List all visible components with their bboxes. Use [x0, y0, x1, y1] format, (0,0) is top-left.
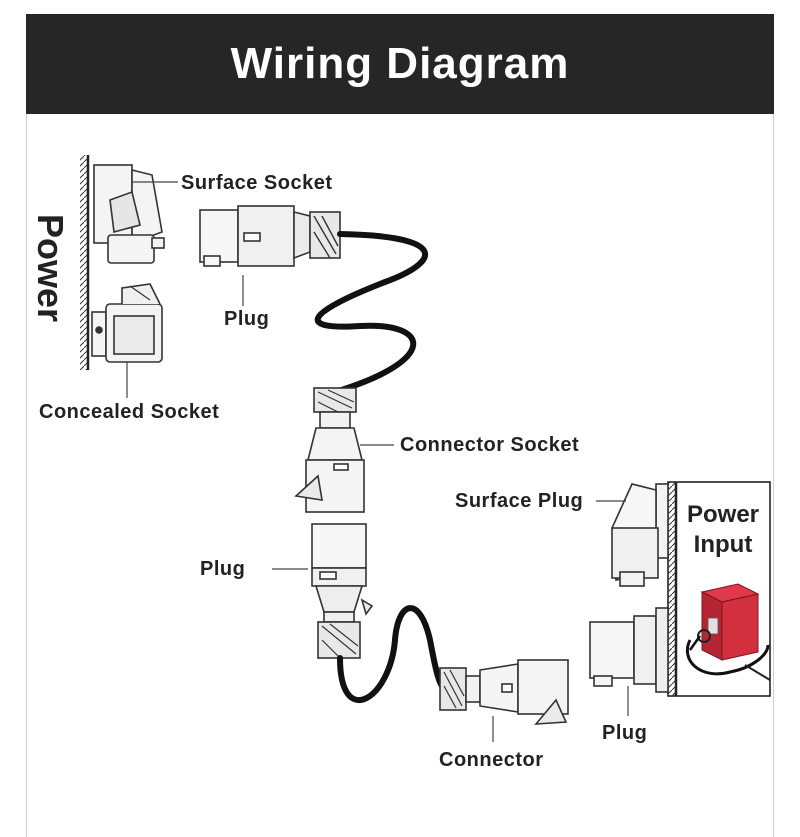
left-wall	[80, 155, 90, 370]
power-input-label: Power Input	[686, 501, 760, 558]
surface-socket-icon	[93, 164, 178, 264]
plug-top-icon	[199, 205, 341, 306]
surface-socket-label: Surface Socket	[181, 172, 333, 194]
plug-bottom-right-label: Plug	[602, 722, 648, 744]
power-label: Power	[30, 213, 71, 323]
connector-socket-label: Connector Socket	[400, 434, 580, 456]
diagram-frame	[26, 14, 774, 837]
connector-label: Connector	[439, 749, 544, 771]
surface-plug-icon	[596, 483, 669, 587]
plug-middle-label: Plug	[200, 558, 246, 580]
header-bar: Wiring Diagram	[26, 14, 774, 114]
plug-middle-icon	[272, 523, 374, 659]
concealed-socket-icon	[91, 283, 163, 398]
red-electrical-box-icon	[685, 583, 771, 681]
surface-plug-label: Surface Plug	[455, 490, 584, 512]
concealed-socket-label: Concealed Socket	[39, 401, 220, 423]
plug-top-label: Plug	[224, 308, 270, 330]
plug-bottom-right-icon	[589, 607, 669, 716]
cable-bottom	[337, 605, 458, 704]
cable-top	[314, 231, 428, 395]
connector-icon	[439, 659, 569, 742]
page-title: Wiring Diagram	[230, 39, 570, 88]
connector-socket-icon	[294, 387, 394, 513]
